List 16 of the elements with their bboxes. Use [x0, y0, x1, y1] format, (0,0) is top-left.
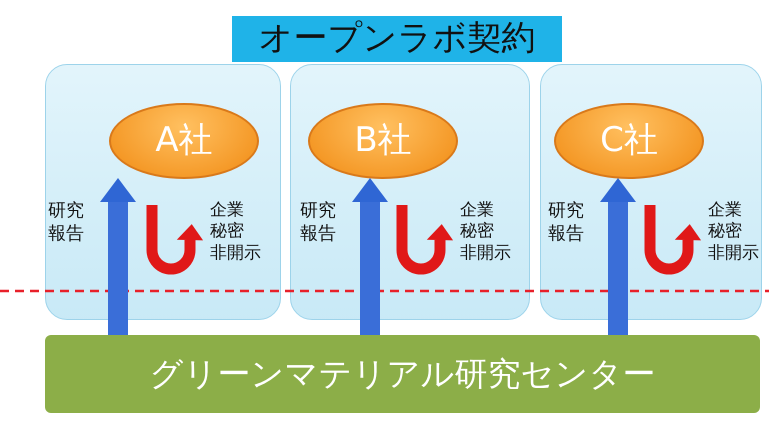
title-banner: [232, 16, 562, 62]
note-text: 企業秘密非開示: [210, 200, 261, 264]
company-panel: [45, 64, 281, 320]
center-bar: [45, 335, 760, 413]
company-name: B社: [354, 122, 412, 160]
company-panel: [540, 64, 762, 320]
edge-label: 研究報告: [300, 200, 336, 245]
edge-label: 研究報告: [548, 200, 584, 245]
note-text: 企業秘密非開示: [708, 200, 759, 264]
company-name: A社: [155, 122, 213, 160]
note-text: 企業秘密非開示: [460, 200, 511, 264]
company-panel: [290, 64, 530, 320]
center-name: グリーンマテリアル研究センター: [150, 356, 656, 392]
edge-label: 研究報告: [48, 200, 84, 245]
banner-text: オープンラボ契約: [258, 20, 536, 58]
company-name: C社: [600, 122, 658, 160]
